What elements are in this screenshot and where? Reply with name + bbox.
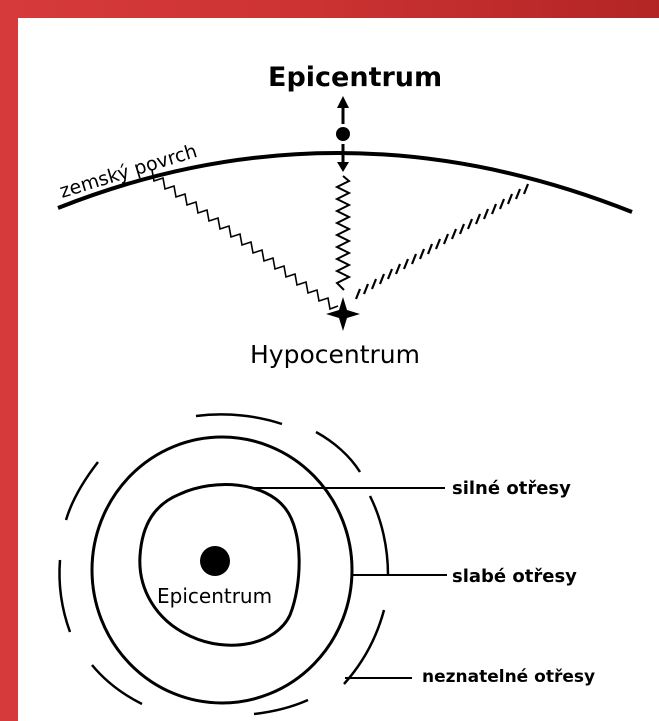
hypocenter-label: Hypocentrum (250, 340, 420, 369)
center-epicenter-label: Epicentrum (157, 584, 272, 608)
right-wave (356, 184, 528, 299)
vertical-wave (337, 176, 349, 290)
center-epicenter-dot (200, 546, 230, 576)
hypocenter-star (326, 297, 360, 331)
zone-label-weak: slabé otřesy (452, 566, 577, 587)
down-arrow-head (337, 162, 349, 172)
up-arrow-head (337, 96, 349, 108)
left-wave (152, 170, 338, 309)
epicenter-dot (336, 127, 350, 141)
zone-label-imperceptible: neznatelné otřesy (422, 667, 595, 687)
zone-label-strong: silné otřesy (452, 478, 571, 499)
epicenter-label: Epicentrum (268, 62, 442, 93)
